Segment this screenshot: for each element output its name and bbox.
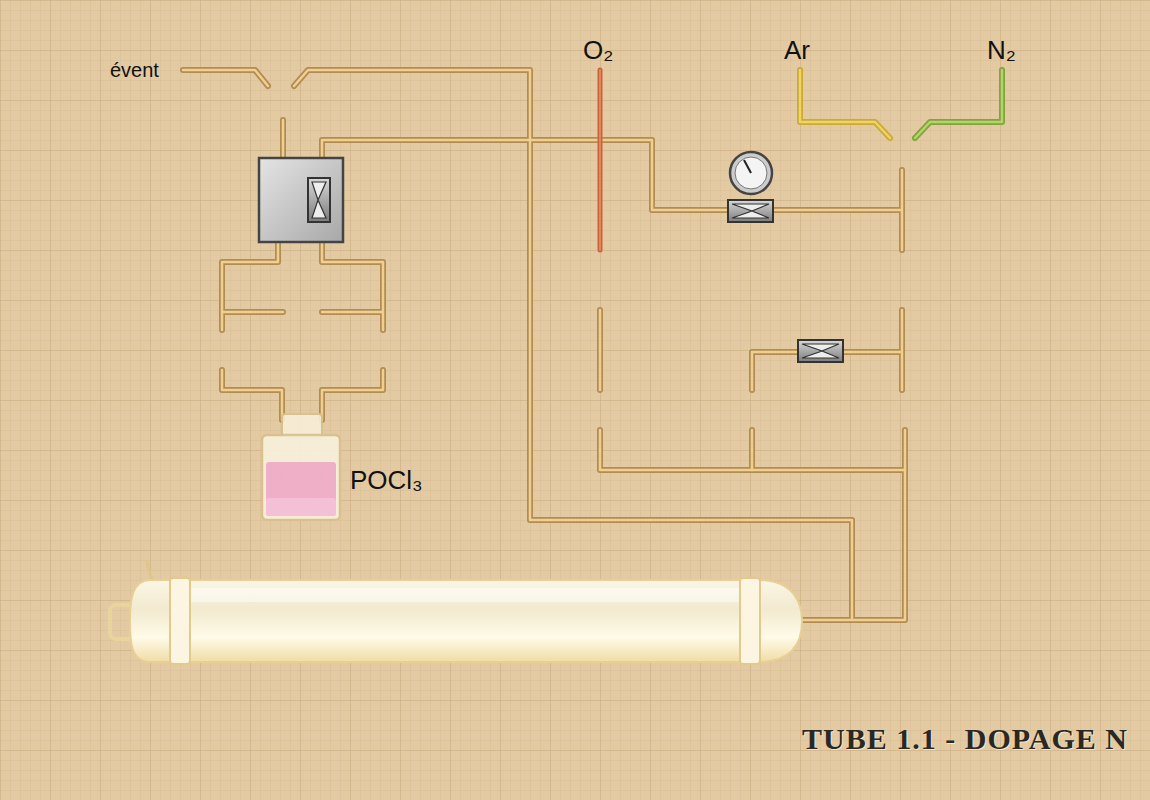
gas-label: O₂ bbox=[583, 37, 613, 63]
node-text: POCl₃ bbox=[350, 466, 427, 495]
gas-label: Ar bbox=[784, 37, 810, 63]
diagram-title: TUBE 1.1 - DOPAGE N bbox=[802, 724, 1128, 754]
valve-box bbox=[259, 158, 343, 242]
pocl3-bubbler bbox=[262, 414, 340, 520]
furnace-tube bbox=[110, 560, 802, 664]
valve-symbol bbox=[798, 340, 843, 362]
pipes bbox=[183, 70, 1002, 620]
vent-label: évent bbox=[110, 60, 159, 80]
bubbler-label: POCl₃ bbox=[350, 466, 427, 495]
gas-label: N₂ bbox=[987, 37, 1016, 63]
pressure-gauge bbox=[728, 152, 773, 222]
